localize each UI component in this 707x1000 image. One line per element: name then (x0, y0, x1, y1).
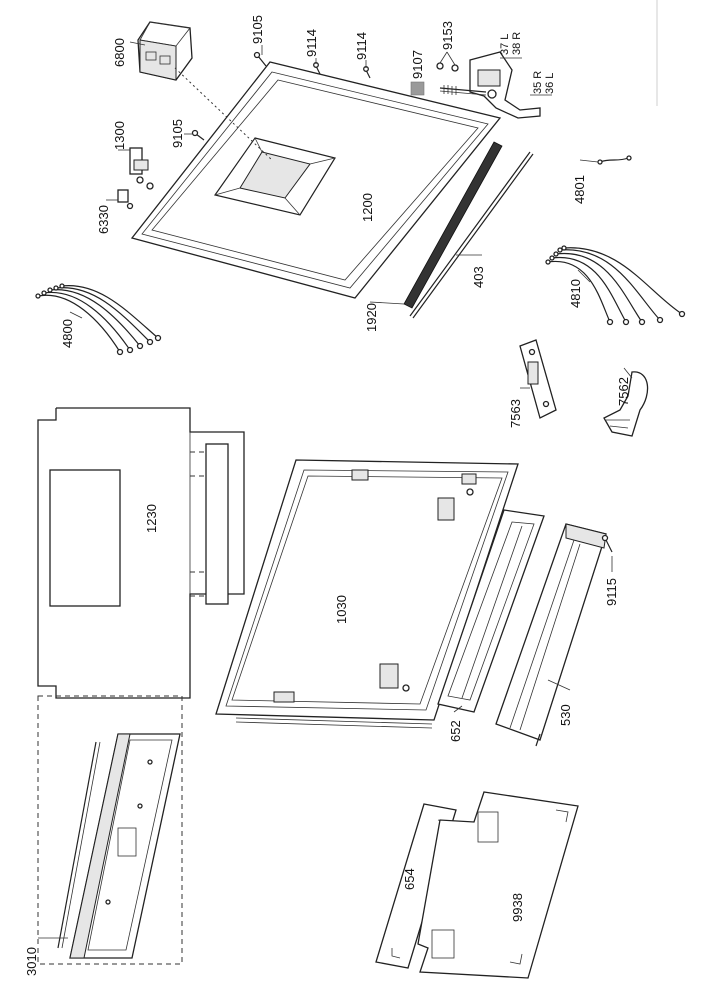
cover-strip-530 (495, 523, 607, 741)
label-7563: 7563 (508, 399, 523, 428)
label-7562: 7562 (616, 377, 631, 406)
leader-4810 (577, 269, 591, 283)
label-36L: 36 L (544, 73, 556, 94)
panel-9938 (417, 791, 579, 979)
label-403: 403 (471, 266, 486, 288)
label-1300: 1300 (112, 121, 127, 150)
panel-1230 (37, 407, 245, 699)
label-4801: 4801 (572, 175, 587, 204)
screw-9114-b (363, 66, 371, 79)
label-9114-a: 9114 (304, 29, 319, 57)
bracket-7562 (603, 371, 649, 437)
label-9115: 9115 (604, 578, 619, 606)
label-9105-top: 9105 (250, 15, 265, 44)
dashed-box-3010 (37, 695, 183, 965)
leader-6800 (129, 41, 146, 46)
leader-7562 (623, 367, 633, 379)
outer-door-frame-1200 (130, 61, 502, 299)
label-9153: 9153 (440, 21, 455, 50)
label-35R: 35 R (532, 71, 544, 94)
label-1230: 1230 (144, 504, 159, 533)
gasket-1920 (403, 141, 503, 309)
label-1200: 1200 (360, 193, 375, 222)
label-37L: 37 L (499, 34, 511, 55)
label-9105-left: 9105 (170, 119, 185, 148)
label-6800: 6800 (112, 38, 127, 67)
label-9114-b: 9114 (354, 32, 369, 60)
label-4800: 4800 (60, 319, 75, 348)
leader-4801 (579, 159, 599, 163)
wire-4801 (597, 155, 632, 165)
hinge-assembly (439, 51, 541, 119)
bracket-7563 (519, 339, 557, 419)
label-4810: 4810 (568, 279, 583, 308)
label-652: 652 (448, 720, 463, 742)
leader-530 (547, 679, 571, 691)
screw-9105-left (191, 129, 205, 141)
leader-4800 (69, 311, 83, 319)
leader-1920 (369, 301, 405, 305)
inner-door-panel-1030 (215, 459, 519, 729)
part-9107-block (410, 81, 425, 96)
label-3010: 3010 (24, 947, 39, 976)
label-38R: 38 R (511, 32, 523, 55)
screw-9153 (436, 51, 459, 72)
part-6800-control-unit (137, 21, 193, 81)
label-1920: 1920 (364, 303, 379, 332)
rod-403 (409, 151, 534, 319)
part-3010-assembly (57, 733, 181, 959)
label-6330: 6330 (96, 205, 111, 234)
screw-9114-a (313, 62, 321, 75)
label-530: 530 (558, 704, 573, 726)
label-9107: 9107 (410, 50, 425, 79)
screw-9105-top (253, 51, 267, 67)
wire-harness-4800 (35, 283, 162, 356)
leader-6800-to-recess (174, 67, 273, 161)
label-654: 654 (402, 868, 417, 890)
frame-652 (437, 509, 545, 713)
leader-652 (453, 705, 463, 713)
label-9938: 9938 (510, 893, 525, 922)
part-6330 (117, 189, 134, 210)
label-1030: 1030 (334, 595, 349, 624)
part-1300 (129, 147, 154, 190)
wire-harness-4810 (545, 245, 686, 326)
screw-9115 (535, 534, 613, 747)
